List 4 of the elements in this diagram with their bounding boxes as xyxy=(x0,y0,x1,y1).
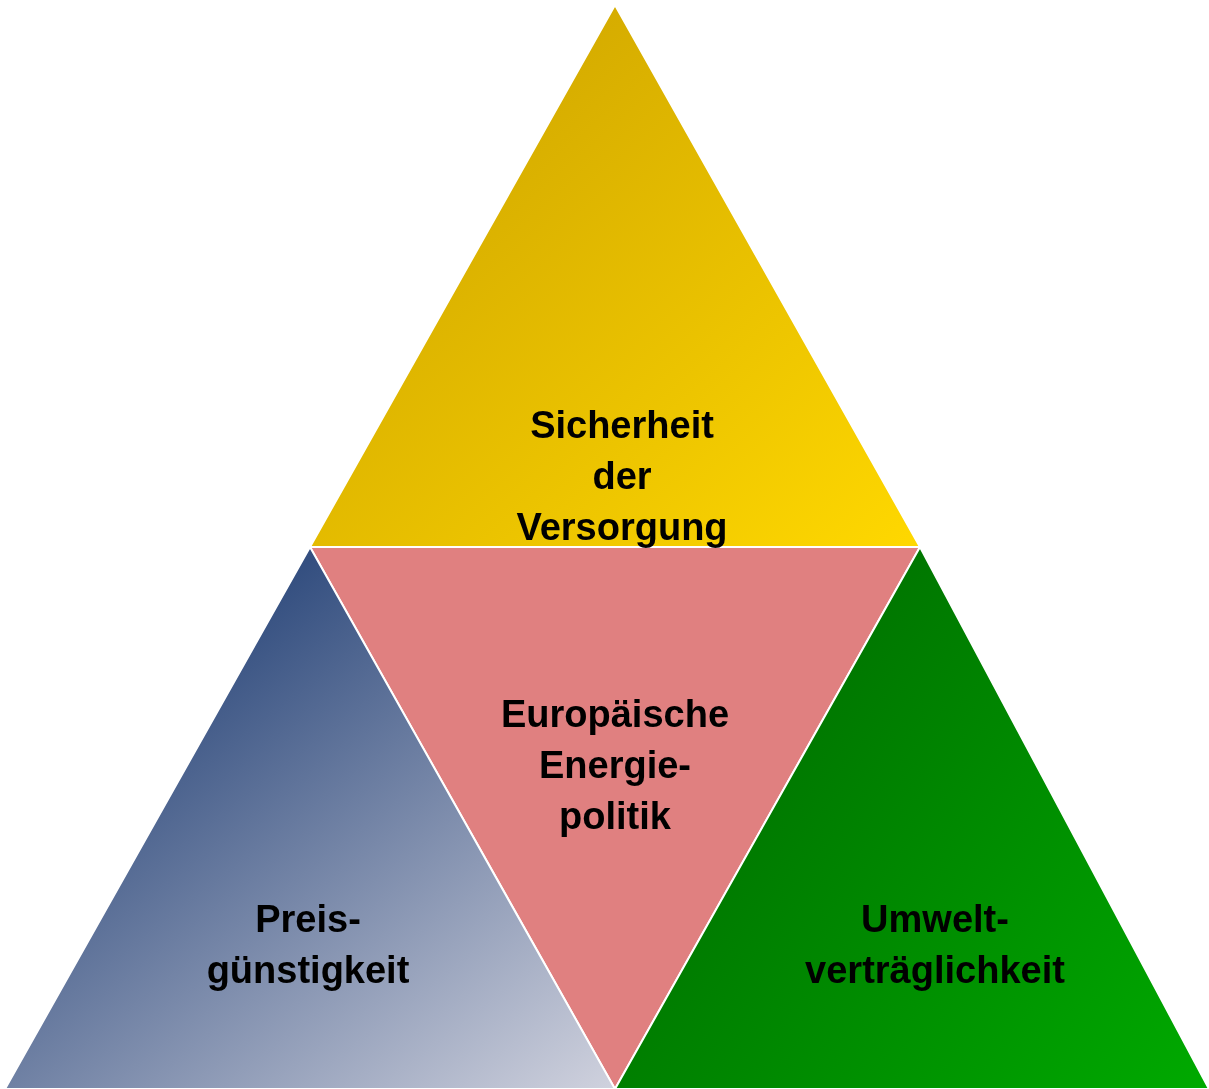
segment-label: Umwelt- verträglichkeit xyxy=(804,897,1066,993)
segment-label: Preis- günstigkeit xyxy=(205,897,411,993)
segment-label: Sicherheit der Versorgung xyxy=(515,403,729,550)
segment-label: Europäische Energie- politik xyxy=(499,692,731,839)
